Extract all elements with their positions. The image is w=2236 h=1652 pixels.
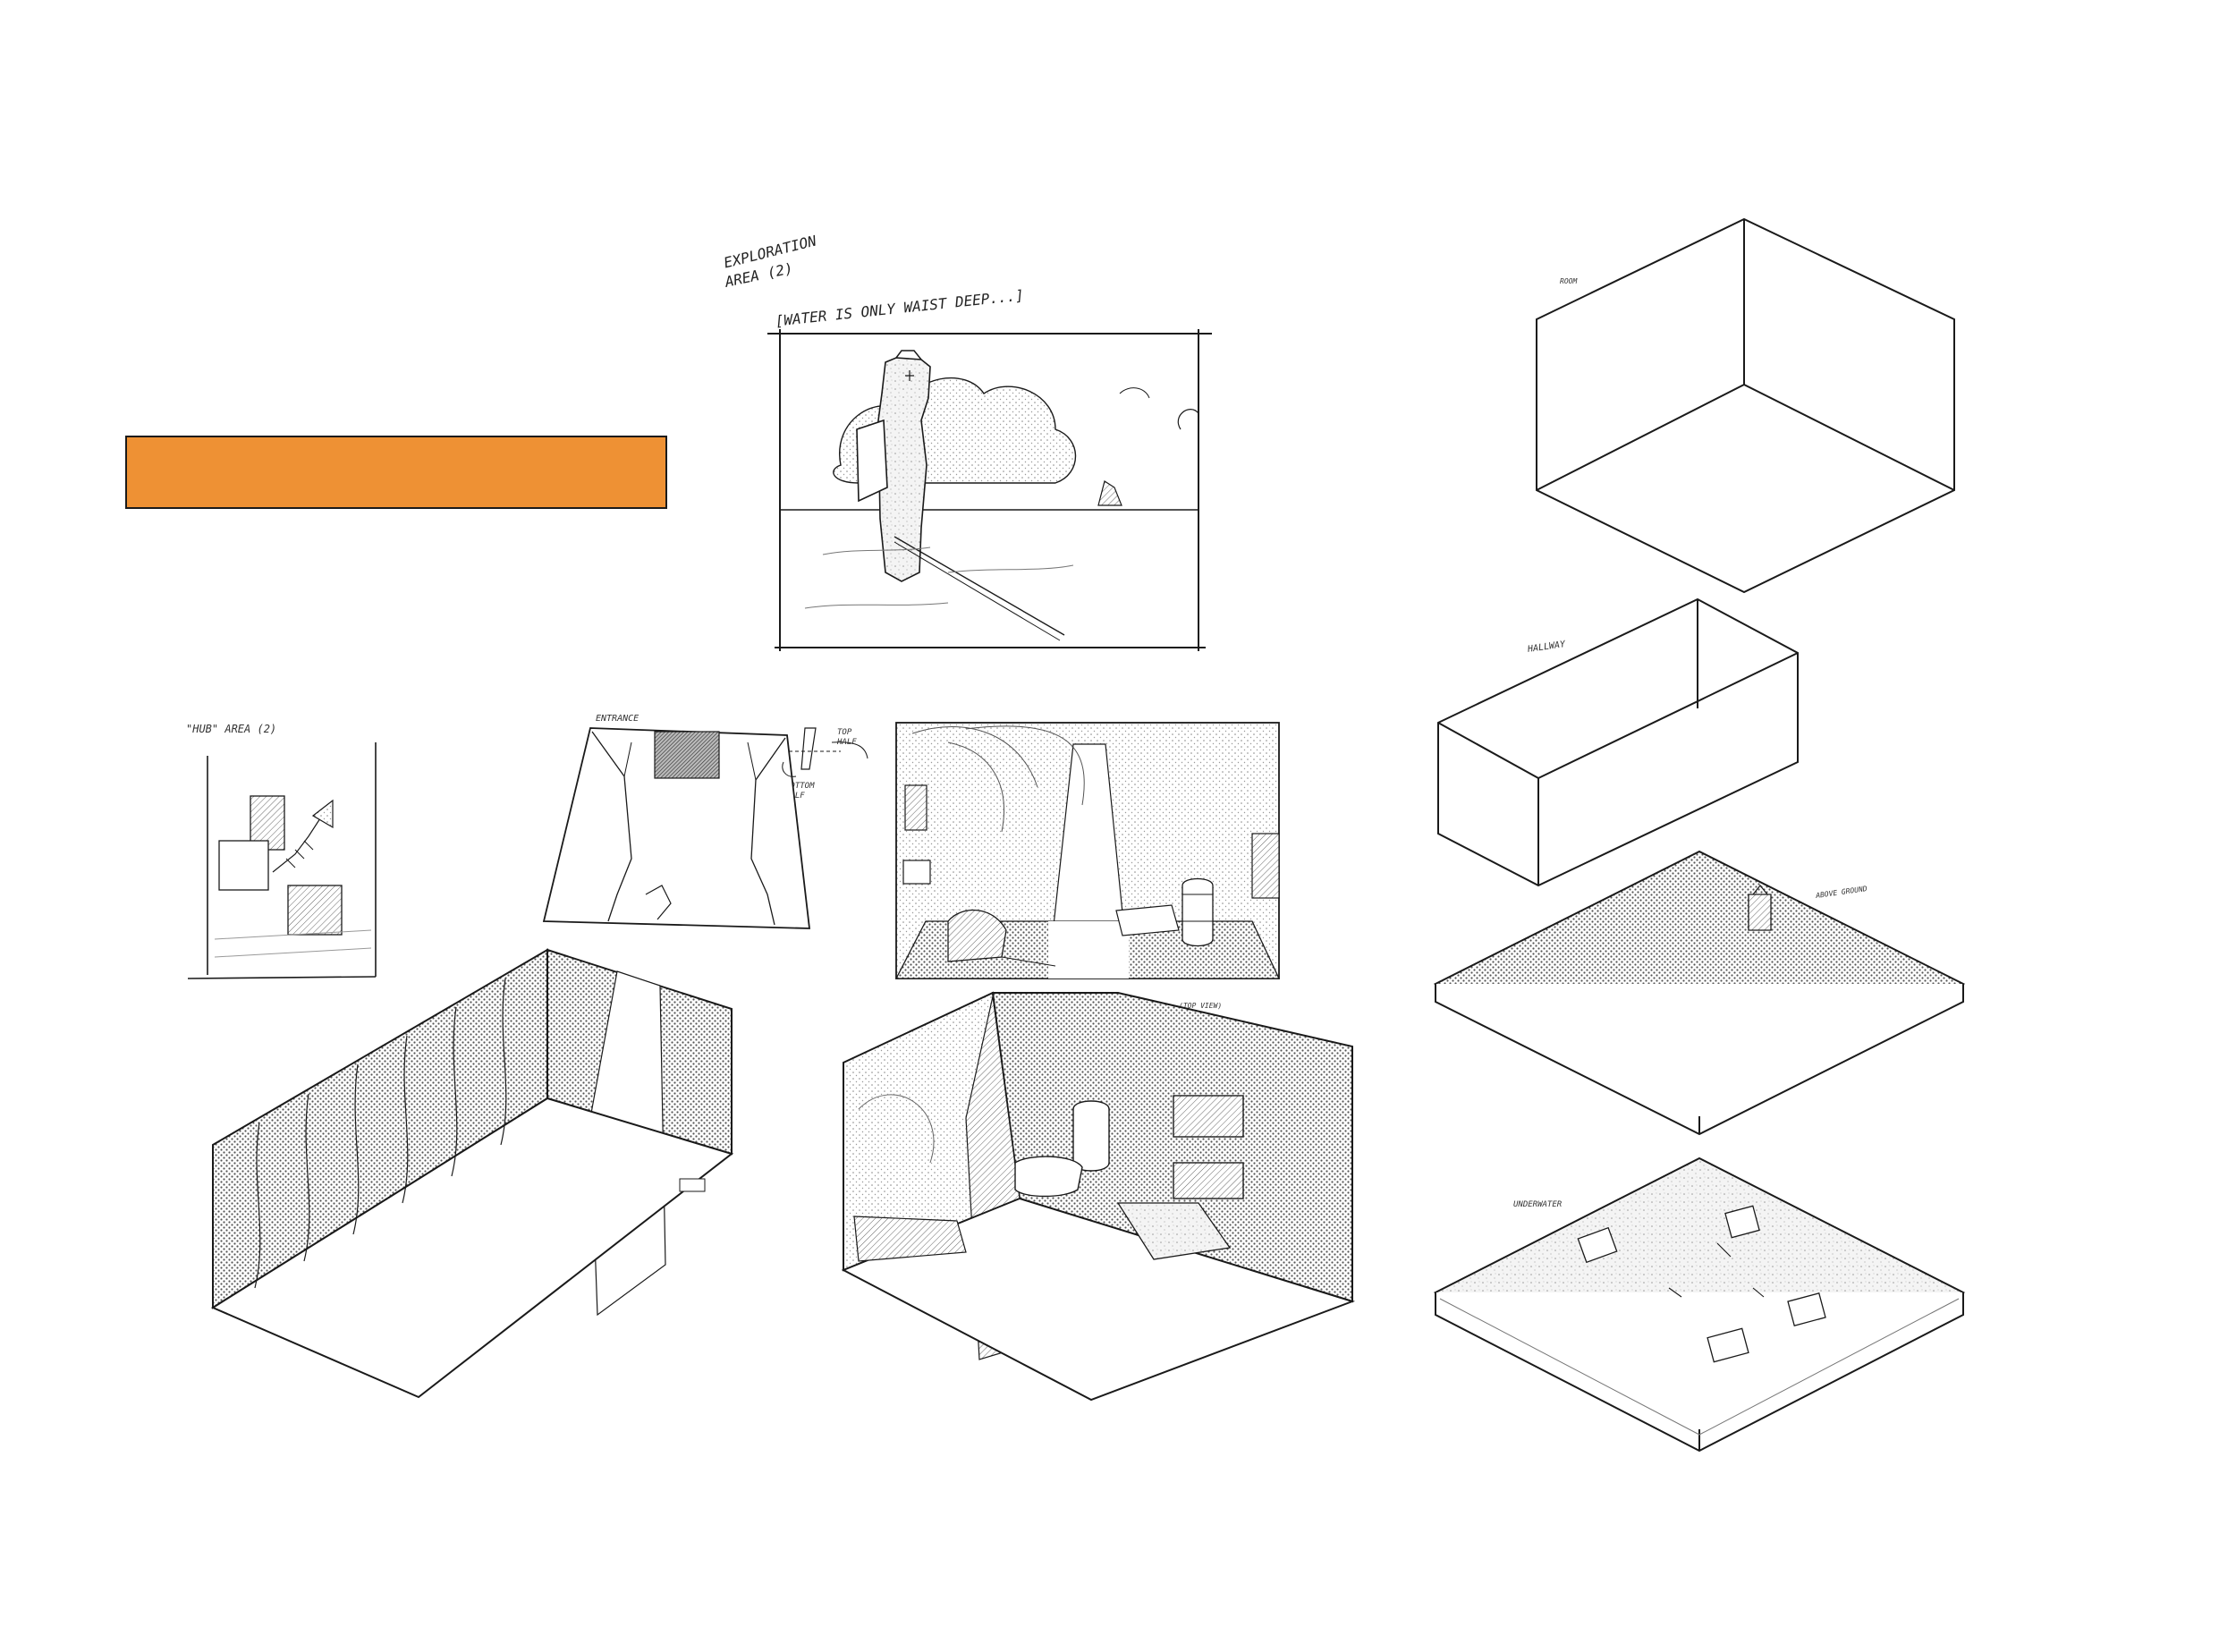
interior-sketch	[894, 722, 1281, 979]
page-title: ISOMETRIC CONCEPTS	[146, 448, 647, 496]
long-room-iso	[210, 948, 734, 1399]
note-entrance: ENTRANCE	[596, 714, 639, 724]
title-box: ISOMETRIC CONCEPTS	[125, 436, 667, 509]
label-hallway: HALLWAY	[1527, 640, 1566, 655]
hub-sketch	[187, 742, 377, 979]
label-room: ROOM	[1560, 277, 1578, 285]
note-exploration-water: [WATER IS ONLY WAIST DEEP...]	[774, 286, 1025, 330]
above-ground-slab	[1433, 850, 1966, 1136]
label-underwater: UNDERWATER	[1513, 1200, 1563, 1209]
note-bottom-half: BOTTOM HALF	[785, 782, 815, 801]
entrance-sketch	[542, 727, 868, 929]
note-top-view: (TOP VIEW)	[1179, 1002, 1223, 1010]
exploration-sketch	[767, 329, 1212, 651]
note-top-half: TOP HALF	[837, 728, 857, 747]
room-box	[1536, 217, 1955, 594]
corner-room-iso	[841, 991, 1356, 1402]
hallway-box	[1437, 597, 1799, 887]
label-above-ground: ABOVE GROUND	[1815, 885, 1868, 900]
note-hub-area: "HUB" AREA (2)	[186, 723, 277, 735]
